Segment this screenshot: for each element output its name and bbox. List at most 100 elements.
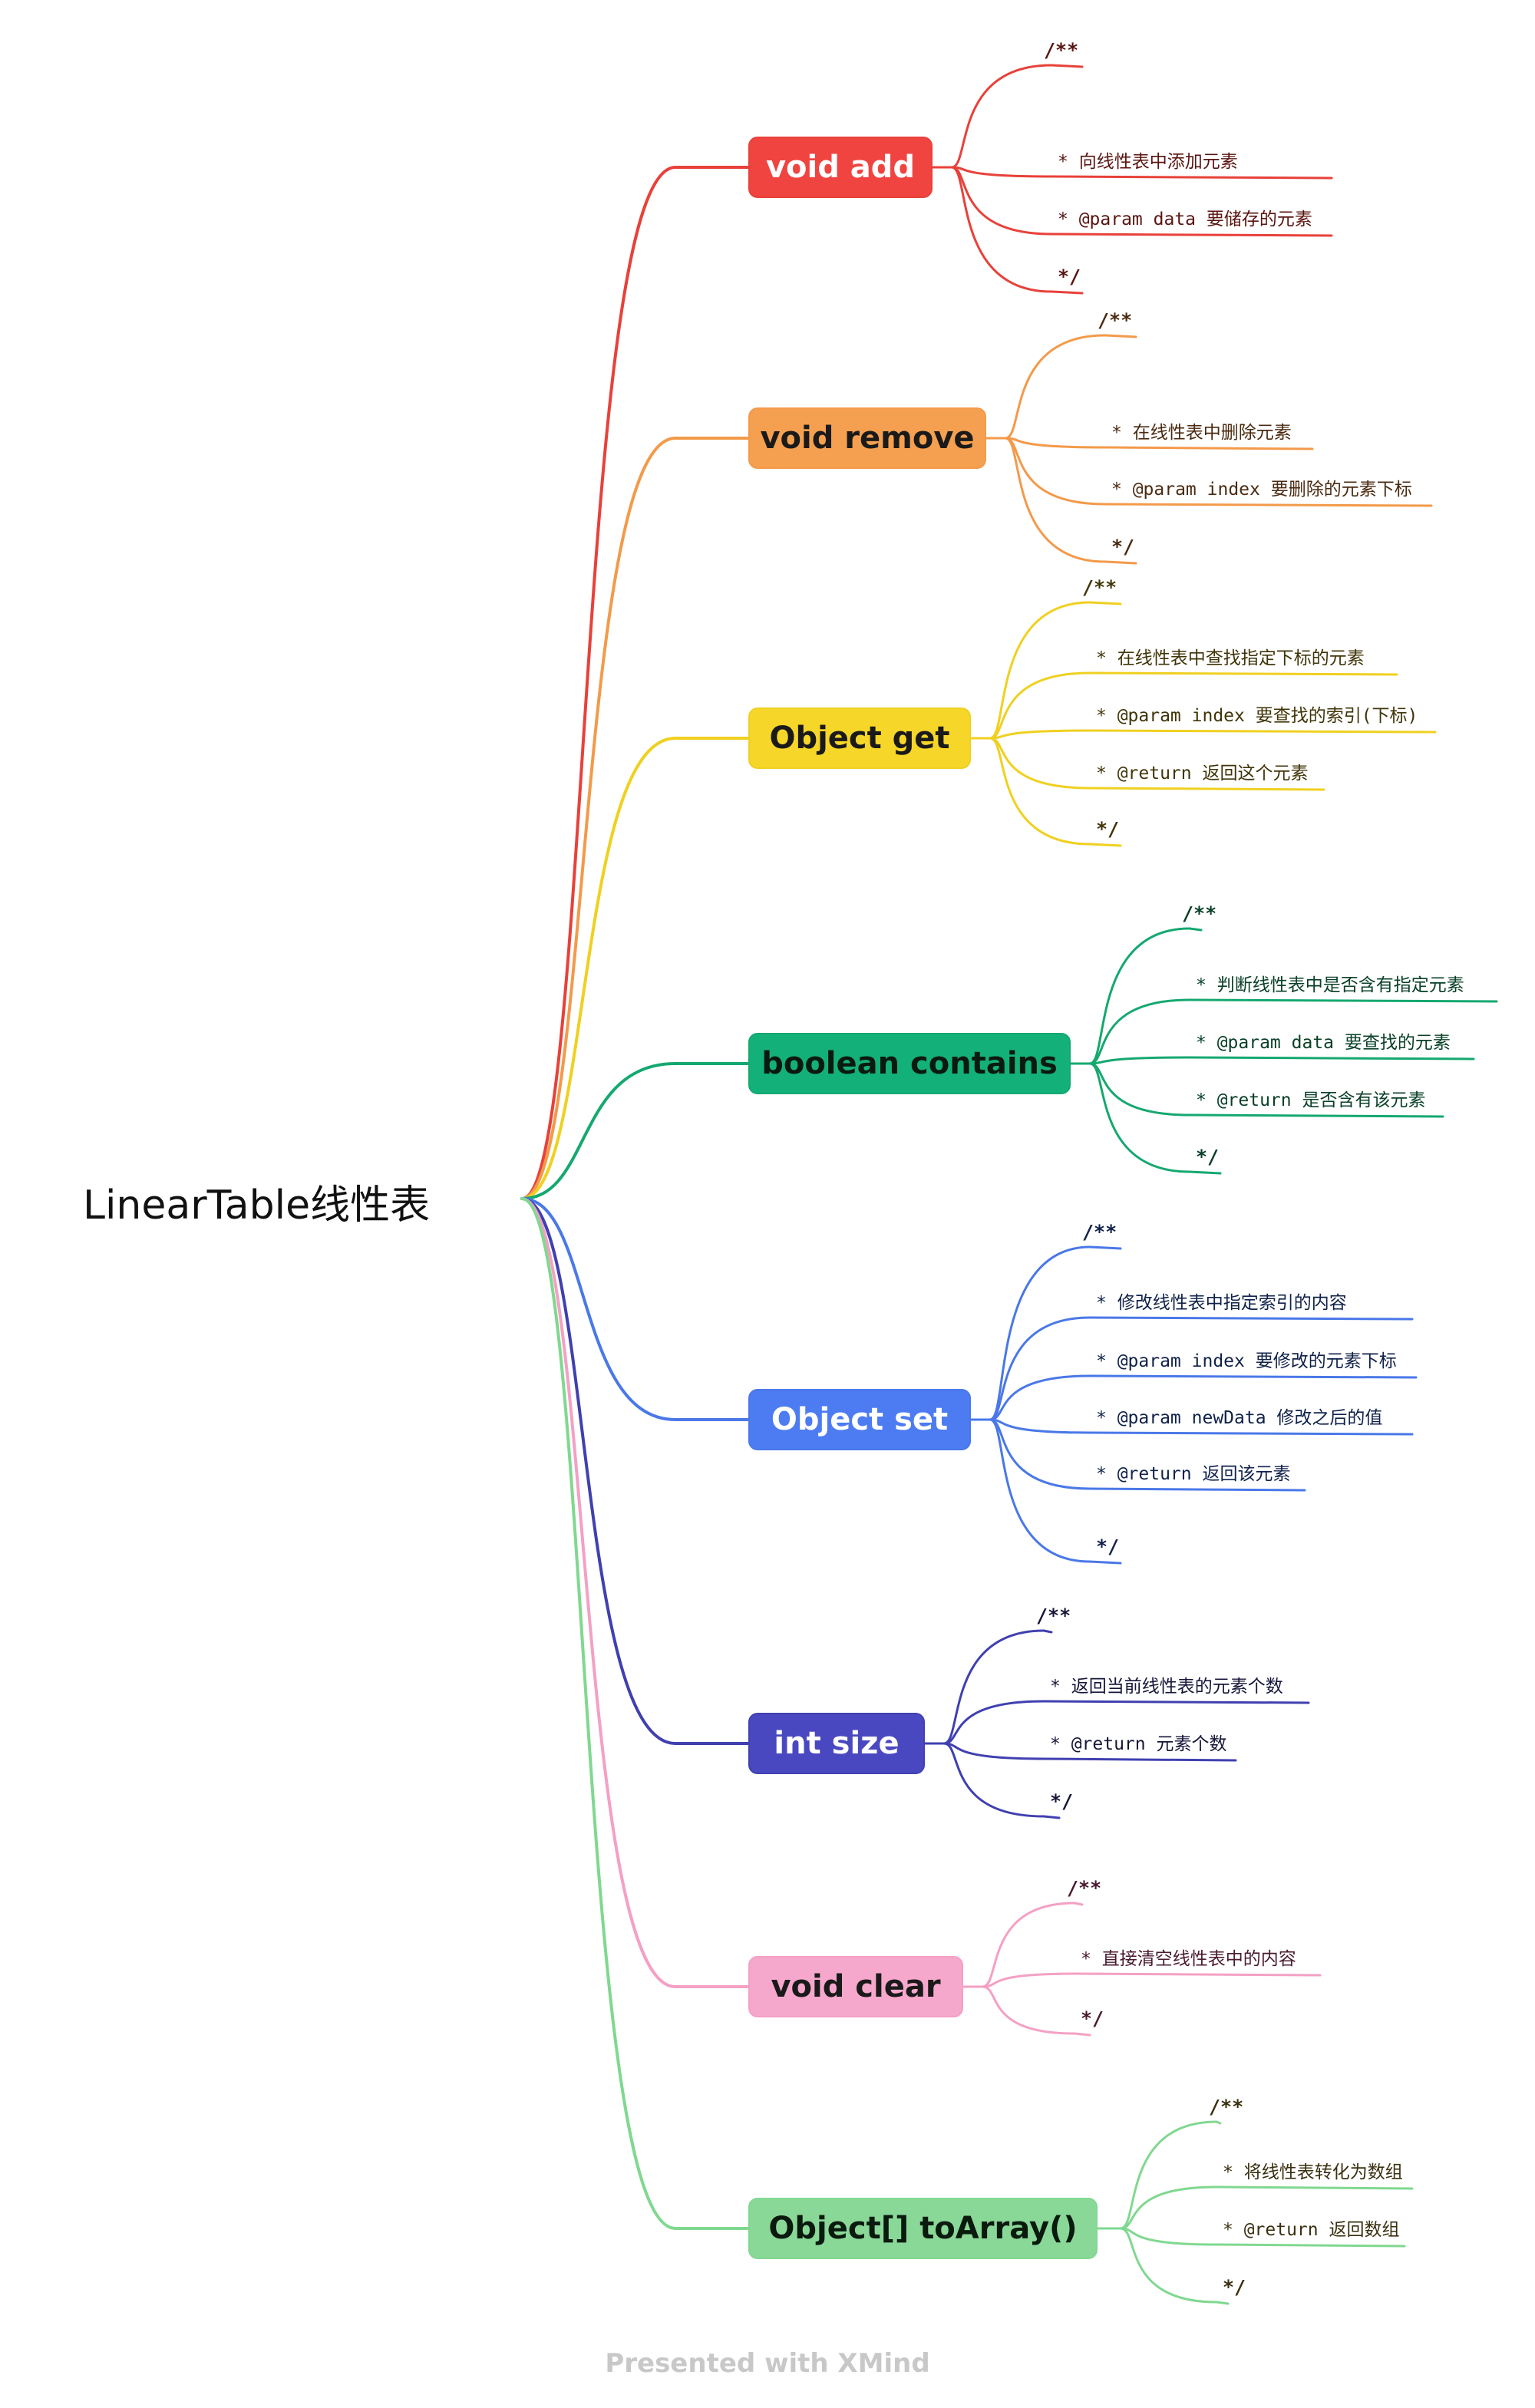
leaf-underline-remove-0 — [1104, 334, 1137, 338]
comment-line-toarray-1[interactable]: * 将线性表转化为数组 — [1223, 2162, 1403, 2182]
leaf-connector-remove-3 — [1004, 437, 1107, 563]
comment-line-get-2[interactable]: * @param index 要查找的索引(下标) — [1096, 706, 1418, 726]
root-topic[interactable]: LinearTable线性表 — [83, 1183, 431, 1229]
comment-line-set-4[interactable]: * @return 返回该元素 — [1096, 1464, 1291, 1484]
branch-connector-remove — [520, 437, 750, 1200]
comment-line-remove-1[interactable]: * 在线性表中删除元素 — [1111, 423, 1292, 443]
comment-line-contains-1[interactable]: * 判断线性表中是否含有指定元素 — [1196, 975, 1464, 995]
comment-line-contains-0[interactable]: /** — [1182, 902, 1217, 925]
leaf-connector-toarray-3 — [1119, 2227, 1218, 2304]
leaf-connector-get-4 — [989, 737, 1091, 846]
comment-line-set-5[interactable]: */ — [1096, 1536, 1120, 1558]
comment-line-add-0[interactable]: /** — [1044, 39, 1079, 61]
comment-line-contains-2[interactable]: * @param data 要查找的元素 — [1196, 1033, 1451, 1053]
branch-node-add[interactable]: void add — [748, 137, 933, 198]
leaf-underline-get-1 — [1088, 671, 1398, 676]
leaf-connector-contains-1 — [1088, 998, 1191, 1065]
leaf-underline-size-0 — [1042, 1629, 1053, 1634]
branch-node-size[interactable]: int size — [748, 1713, 925, 1774]
leaf-connector-get-3 — [989, 737, 1091, 790]
branch-node-clear[interactable]: void clear — [748, 1956, 963, 2017]
branch-node-toarray[interactable]: Object[] toArray() — [748, 2198, 1098, 2259]
leaf-connector-remove-0 — [1004, 334, 1107, 440]
leaf-connector-clear-2 — [981, 1985, 1076, 2035]
leaf-underline-contains-1 — [1188, 998, 1498, 1003]
comment-line-remove-2[interactable]: * @param index 要删除的元素下标 — [1111, 480, 1412, 500]
comment-line-size-0[interactable]: /** — [1036, 1605, 1071, 1627]
comment-line-remove-0[interactable]: /** — [1098, 309, 1133, 332]
comment-line-contains-3[interactable]: * @return 是否含有该元素 — [1196, 1090, 1426, 1110]
leaf-underline-remove-2 — [1104, 503, 1433, 507]
comment-line-size-3[interactable]: */ — [1050, 1790, 1074, 1813]
branch-connector-get — [520, 737, 750, 1200]
leaf-underline-set-5 — [1088, 1560, 1122, 1565]
leaf-connector-add-0 — [950, 64, 1053, 169]
comment-line-add-1[interactable]: * 向线性表中添加元素 — [1058, 152, 1238, 172]
leaf-connector-remove-2 — [1004, 437, 1107, 506]
leaf-underline-add-2 — [1050, 233, 1333, 237]
comment-line-get-0[interactable]: /** — [1082, 576, 1117, 599]
leaf-connector-set-2 — [989, 1374, 1091, 1421]
leaf-connector-size-1 — [942, 1700, 1045, 1745]
branch-connector-add — [520, 166, 750, 1200]
leaf-connector-add-2 — [950, 166, 1053, 236]
leaf-connector-add-3 — [950, 166, 1053, 293]
leaf-connector-contains-0 — [1088, 927, 1191, 1065]
leaf-underline-add-1 — [1050, 175, 1333, 180]
leaf-underline-set-2 — [1088, 1374, 1418, 1379]
leaf-underline-toarray-2 — [1215, 2243, 1406, 2248]
comment-line-clear-2[interactable]: */ — [1081, 2007, 1104, 2030]
leaf-connector-remove-1 — [1004, 437, 1107, 449]
leaf-underline-contains-3 — [1188, 1113, 1444, 1118]
comment-line-set-3[interactable]: * @param newData 修改之后的值 — [1096, 1408, 1383, 1428]
leaf-connector-size-2 — [942, 1742, 1045, 1760]
comment-line-set-1[interactable]: * 修改线性表中指定索引的内容 — [1096, 1293, 1347, 1313]
leaf-connector-set-3 — [989, 1418, 1091, 1434]
comment-line-add-2[interactable]: * @param data 要储存的元素 — [1058, 209, 1312, 229]
leaf-underline-remove-3 — [1104, 560, 1137, 565]
footer-watermark: Presented with XMind — [605, 2348, 930, 2379]
comment-line-toarray-3[interactable]: */ — [1223, 2276, 1246, 2298]
comment-line-toarray-0[interactable]: /** — [1209, 2096, 1244, 2118]
comment-line-clear-1[interactable]: * 直接清空线性表中的内容 — [1081, 1949, 1296, 1969]
branch-node-remove[interactable]: void remove — [748, 407, 986, 469]
comment-line-remove-3[interactable]: */ — [1111, 536, 1135, 558]
leaf-underline-set-1 — [1088, 1316, 1414, 1321]
leaf-underline-toarray-1 — [1215, 2185, 1414, 2190]
branch-node-contains[interactable]: boolean contains — [748, 1033, 1071, 1094]
comment-line-contains-4[interactable]: */ — [1196, 1146, 1220, 1168]
leaf-underline-set-3 — [1088, 1431, 1414, 1436]
leaf-connector-toarray-1 — [1119, 2185, 1218, 2230]
branch-node-set[interactable]: Object set — [748, 1389, 971, 1450]
leaf-underline-get-4 — [1088, 843, 1122, 847]
leaf-connector-set-1 — [989, 1316, 1091, 1421]
leaf-connector-clear-0 — [981, 1902, 1076, 1988]
branch-connector-contains — [520, 1062, 750, 1200]
leaf-underline-contains-2 — [1188, 1056, 1475, 1061]
comment-line-set-0[interactable]: /** — [1082, 1221, 1117, 1243]
branch-node-get[interactable]: Object get — [748, 708, 971, 769]
leaf-underline-contains-4 — [1188, 1170, 1222, 1175]
comment-line-clear-0[interactable]: /** — [1067, 1877, 1102, 1899]
branch-connector-set — [520, 1197, 750, 1421]
leaf-connector-get-2 — [989, 729, 1091, 740]
leaf-underline-get-0 — [1088, 601, 1122, 605]
comment-line-toarray-2[interactable]: * @return 返回数组 — [1223, 2220, 1400, 2240]
comment-line-get-1[interactable]: * 在线性表中查找指定下标的元素 — [1096, 648, 1365, 668]
comment-line-get-3[interactable]: * @return 返回这个元素 — [1096, 764, 1309, 783]
leaf-underline-size-2 — [1042, 1757, 1237, 1762]
leaf-underline-clear-1 — [1073, 1972, 1322, 1977]
comment-line-add-3[interactable]: */ — [1058, 266, 1081, 288]
leaf-underline-toarray-0 — [1215, 2120, 1222, 2125]
comment-line-size-1[interactable]: * 返回当前线性表的元素个数 — [1050, 1677, 1283, 1697]
leaf-underline-get-3 — [1088, 787, 1325, 791]
leaf-connector-set-0 — [989, 1245, 1091, 1421]
leaf-connector-size-3 — [942, 1742, 1045, 1818]
leaf-underline-size-1 — [1042, 1700, 1310, 1704]
leaf-connector-set-5 — [989, 1418, 1091, 1563]
comment-line-size-2[interactable]: * @return 元素个数 — [1050, 1734, 1227, 1754]
leaf-underline-set-4 — [1088, 1487, 1306, 1492]
comment-line-set-2[interactable]: * @param index 要修改的元素下标 — [1096, 1351, 1397, 1371]
comment-line-get-4[interactable]: */ — [1096, 818, 1120, 840]
